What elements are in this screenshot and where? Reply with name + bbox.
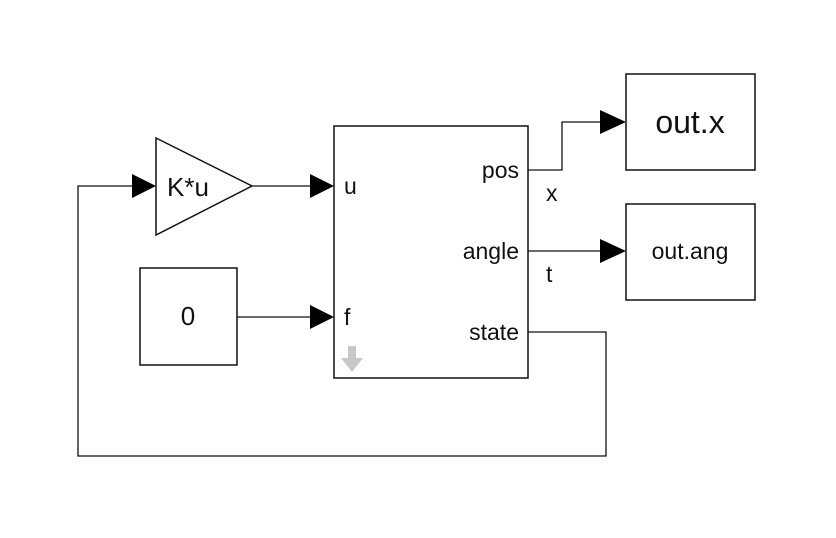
output-port-angle: angle xyxy=(463,238,519,264)
out-ang-label: out.ang xyxy=(652,238,729,264)
out-ang-block[interactable]: out.ang xyxy=(625,203,756,301)
constant-label: 0 xyxy=(181,301,195,331)
out-x-block[interactable]: out.x xyxy=(625,73,756,171)
input-port-f: f xyxy=(344,304,351,330)
signal-label-t: t xyxy=(546,261,553,287)
u-input-arrow xyxy=(310,174,334,198)
output-port-state: state xyxy=(469,319,519,345)
signal-label-x: x xyxy=(546,180,558,206)
outang-input-arrow xyxy=(600,239,626,263)
constant-block[interactable]: 0 xyxy=(139,267,238,366)
output-port-pos: pos xyxy=(482,157,519,183)
outx-input-arrow xyxy=(600,110,626,134)
gain-block[interactable]: K*u xyxy=(155,136,254,237)
input-port-u: u xyxy=(344,173,357,199)
pos-to-outx-wire[interactable] xyxy=(528,121,602,171)
down-arrow-icon xyxy=(341,346,363,372)
feedback-wire[interactable] xyxy=(77,185,607,457)
f-input-arrow xyxy=(310,305,334,329)
subsystem-block[interactable]: u f pos angle state xyxy=(333,125,529,379)
gain-label: K*u xyxy=(167,172,209,202)
gain-input-arrow xyxy=(132,174,156,198)
out-x-label: out.x xyxy=(655,104,724,140)
